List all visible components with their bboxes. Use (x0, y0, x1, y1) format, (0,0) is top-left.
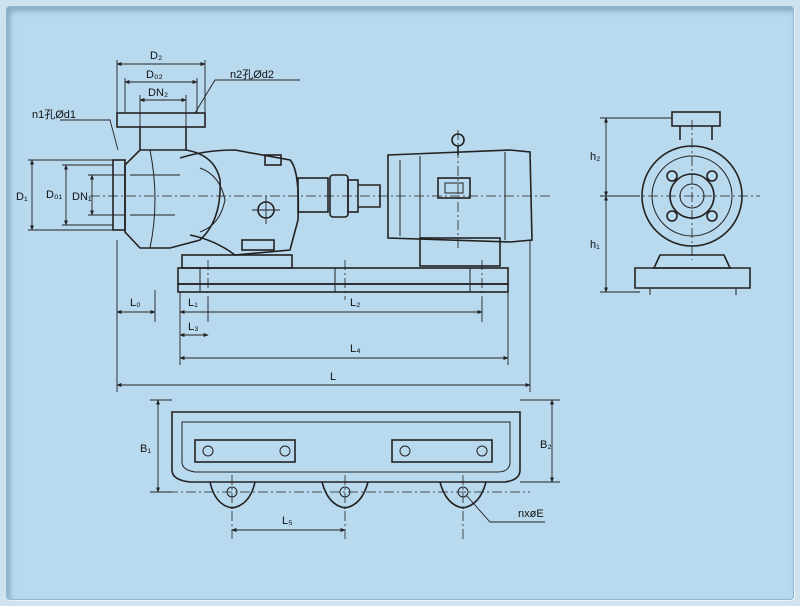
pump-end-view (630, 111, 760, 295)
label-n-holes-e: nxøE (518, 508, 544, 520)
label-l4: L₄ (350, 343, 361, 355)
label-l1: L₁ (188, 297, 198, 309)
label-l2: L₂ (350, 297, 360, 309)
label-l: L (330, 371, 336, 383)
left-dimensions (28, 159, 125, 231)
base-dimensions (150, 399, 560, 533)
base-plan-view (150, 411, 530, 540)
label-d1: D₁ (16, 191, 28, 203)
label-d2: D₂ (150, 50, 162, 62)
label-b2: B₂ (540, 439, 552, 451)
label-dn2: DN₂ (148, 87, 168, 99)
label-h2: h₂ (590, 151, 600, 163)
label-n2-holes: n2孔Ød2 (230, 68, 274, 81)
end-view-dimensions (600, 117, 672, 293)
label-l3: L₃ (188, 321, 199, 333)
label-l5: L₅ (282, 515, 293, 527)
label-d01: D₀₁ (46, 189, 63, 201)
label-dn1: DN₁ (72, 191, 92, 203)
pump-side-view (90, 112, 550, 300)
label-l0: L₀ (130, 297, 141, 309)
drawing-frame (6, 6, 794, 600)
label-h1: h₁ (590, 239, 600, 251)
label-d02: D₀₂ (146, 69, 163, 81)
label-n1-holes: n1孔Ød1 (32, 108, 76, 121)
top-dimensions (60, 60, 300, 151)
label-b1: B₁ (140, 443, 151, 455)
length-dimensions (116, 240, 531, 392)
